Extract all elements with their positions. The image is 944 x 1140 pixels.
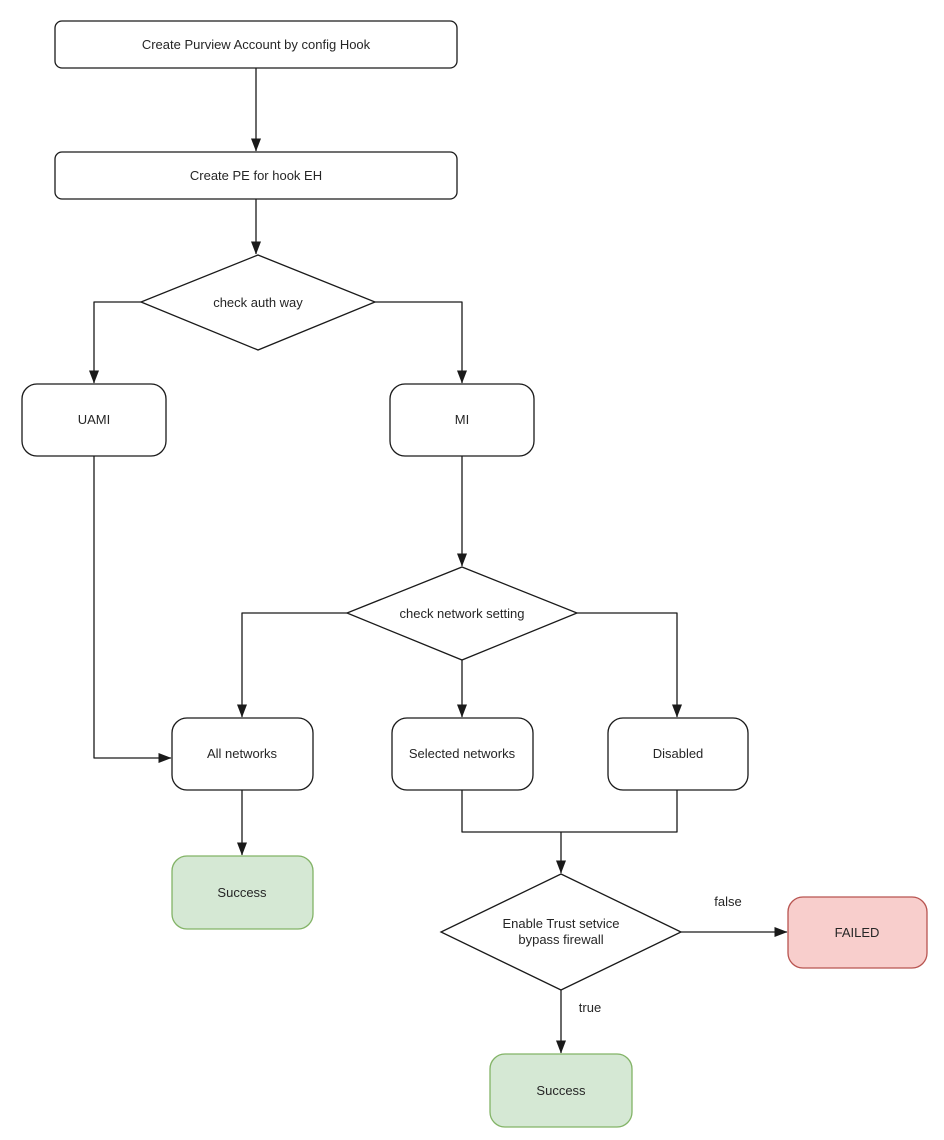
node-label: Disabled bbox=[653, 746, 704, 761]
terminal-success-box bbox=[489, 1053, 633, 1128]
node-mi: MI bbox=[389, 383, 535, 457]
node-label: check network setting bbox=[399, 606, 524, 621]
terminal-success-box bbox=[171, 855, 314, 930]
node-success-all-networks: Success bbox=[171, 855, 314, 930]
edge-check-network-to-all-networks bbox=[237, 612, 347, 718]
node-disabled: Disabled bbox=[607, 717, 749, 791]
decision-diamond bbox=[139, 254, 377, 351]
node-uami: UAMI bbox=[21, 383, 167, 457]
rounded-box bbox=[171, 717, 314, 791]
node-all-networks: All networks bbox=[171, 717, 314, 791]
node-create-purview-account: Create Purview Account by config Hook bbox=[54, 20, 458, 69]
node-label: Create PE for hook EH bbox=[190, 168, 322, 183]
node-label: Selected networks bbox=[409, 746, 516, 761]
edge-label-true: true bbox=[579, 1000, 601, 1015]
rounded-box bbox=[607, 717, 749, 791]
node-enable-trust-service-bypass-firewall: Enable Trust setvice bypass firewall bbox=[439, 873, 683, 991]
edge-check-auth-to-uami bbox=[89, 301, 141, 384]
rounded-box bbox=[391, 717, 534, 791]
node-selected-networks: Selected networks bbox=[391, 717, 534, 791]
node-success-trust: Success bbox=[489, 1053, 633, 1128]
process-box bbox=[54, 20, 458, 69]
node-check-auth-way: check auth way bbox=[139, 254, 377, 351]
rounded-box bbox=[389, 383, 535, 457]
node-label: Create Purview Account by config Hook bbox=[142, 37, 371, 52]
node-label: check auth way bbox=[213, 295, 303, 310]
decision-diamond bbox=[345, 566, 579, 661]
node-label: All networks bbox=[207, 746, 278, 761]
node-label: MI bbox=[455, 412, 469, 427]
node-check-network-setting: check network setting bbox=[345, 566, 579, 661]
node-label-line2: bypass firewall bbox=[518, 932, 603, 947]
decision-diamond bbox=[439, 873, 683, 991]
node-failed: FAILED bbox=[787, 896, 928, 969]
edge-label-false: false bbox=[714, 894, 741, 909]
node-label: Success bbox=[536, 1083, 586, 1098]
edge-check-auth-to-mi bbox=[375, 301, 467, 384]
node-label: FAILED bbox=[835, 925, 880, 940]
node-create-pe-for-hook-eh: Create PE for hook EH bbox=[54, 151, 458, 200]
node-label: UAMI bbox=[78, 412, 111, 427]
connectors bbox=[89, 68, 788, 1054]
edge-check-network-to-disabled bbox=[577, 612, 682, 718]
terminal-failed-box bbox=[787, 896, 928, 969]
process-box bbox=[54, 151, 458, 200]
node-label-line1: Enable Trust setvice bbox=[502, 916, 619, 931]
node-label: Success bbox=[217, 885, 267, 900]
edge-uami-to-all-networks bbox=[93, 456, 172, 763]
edge-merge-selected-disabled bbox=[461, 790, 678, 833]
rounded-box bbox=[21, 383, 167, 457]
